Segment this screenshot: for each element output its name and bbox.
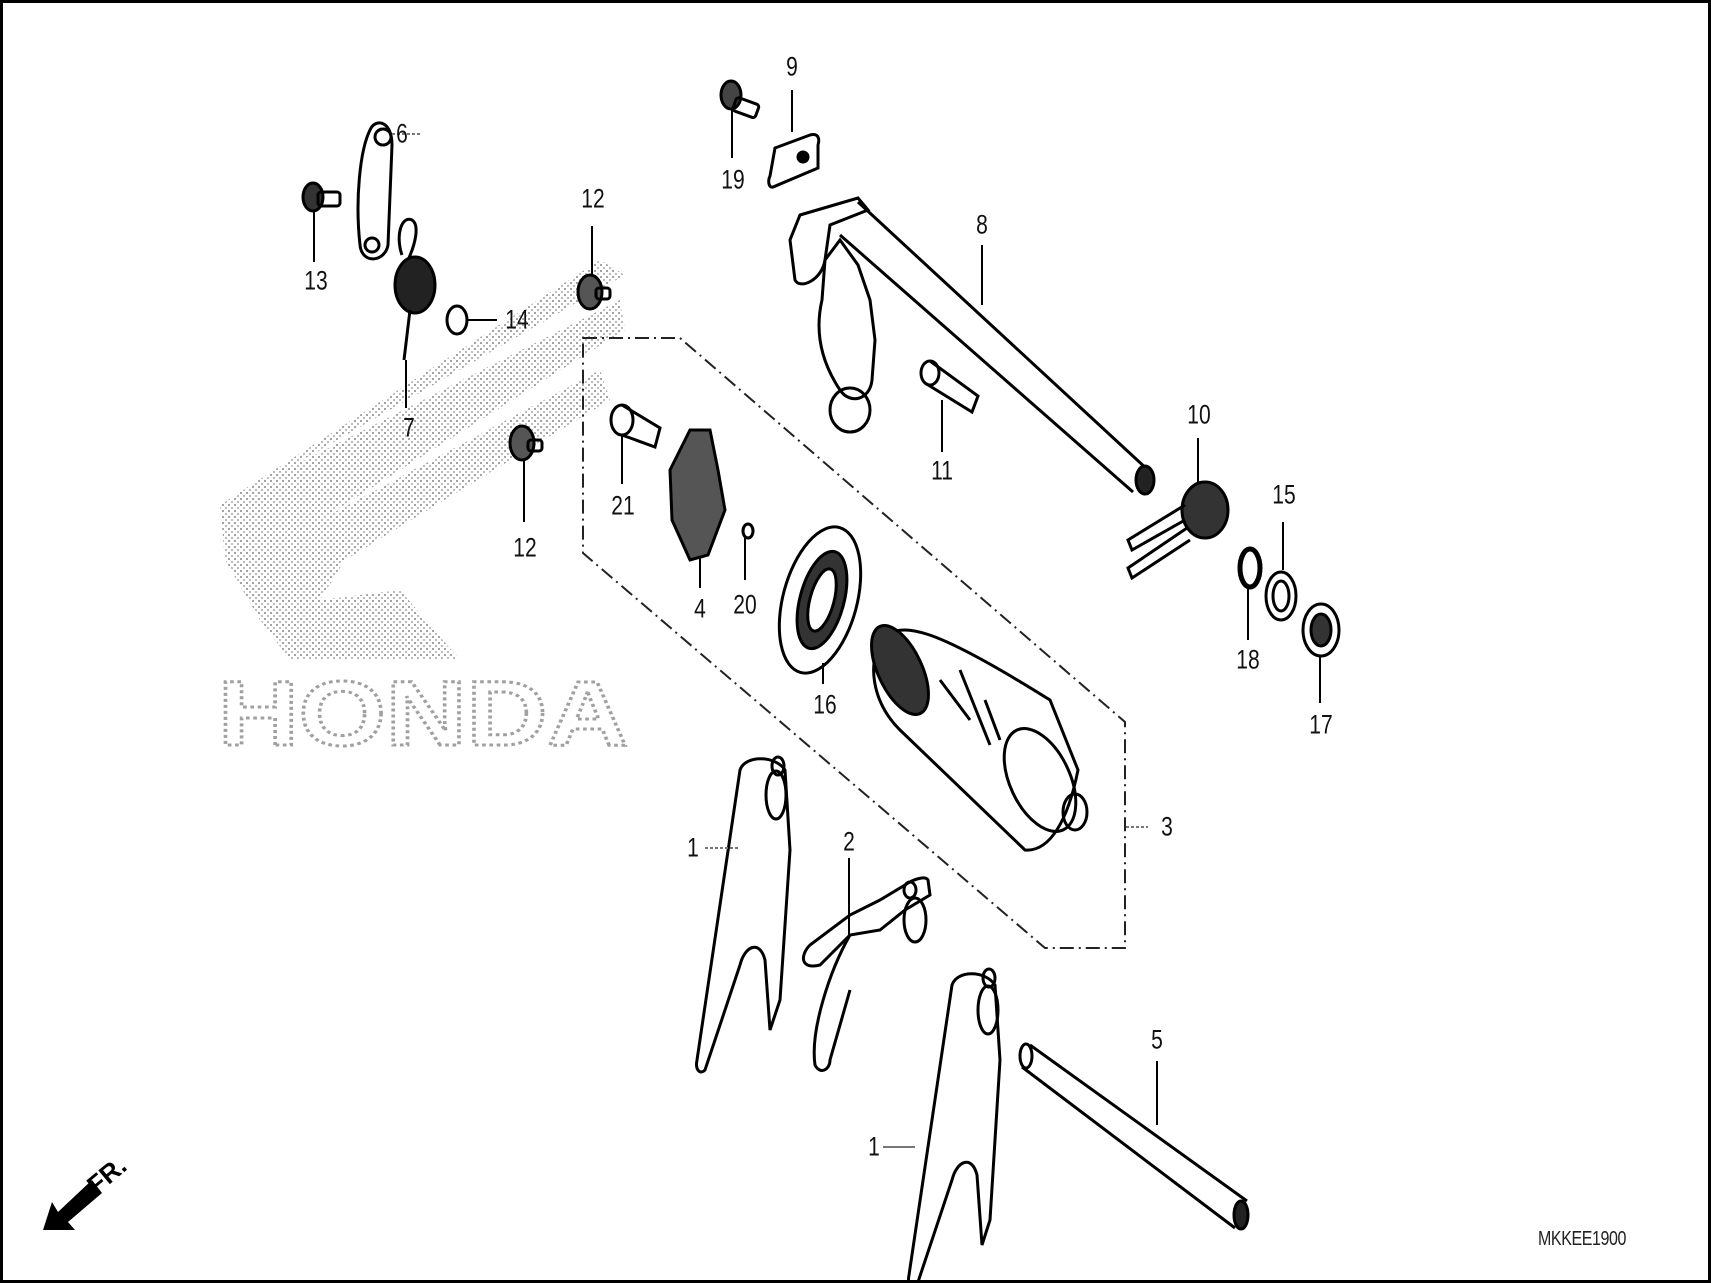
spindle-return-spring-part-10-icon	[1126, 480, 1230, 581]
shift-fork-part-1-upper-icon	[695, 755, 792, 1074]
callout-17[interactable]: 17	[1309, 709, 1333, 740]
callout-8[interactable]: 8	[976, 209, 988, 240]
bearing-part-16-icon	[777, 525, 863, 675]
callout-6[interactable]: 6	[396, 118, 408, 149]
callout-9[interactable]: 9	[786, 51, 798, 82]
callout-1-upper[interactable]: 1	[687, 832, 699, 863]
honda-wing-watermark-icon	[220, 260, 625, 660]
callout-12-lower[interactable]: 12	[513, 532, 537, 563]
callout-20[interactable]: 20	[733, 589, 757, 620]
callout-15[interactable]: 15	[1272, 479, 1296, 510]
callout-12-upper[interactable]: 12	[581, 183, 605, 214]
callout-7[interactable]: 7	[403, 412, 415, 443]
bolt-part-12-lower-icon	[508, 424, 544, 462]
honda-wordmark-watermark: HONDA	[217, 662, 630, 767]
svg-text:HONDA: HONDA	[218, 663, 628, 765]
front-direction-arrow-icon	[43, 1180, 102, 1230]
center-bolt-part-21-icon	[609, 403, 662, 449]
bolt-part-13-icon	[301, 181, 342, 213]
shift-fork-part-2-icon	[801, 876, 932, 1072]
stopper-arm-part-6-icon	[356, 121, 394, 261]
callout-14[interactable]: 14	[505, 304, 529, 335]
bolt-part-19-icon	[719, 79, 761, 120]
snap-ring-part-18-icon	[1237, 546, 1263, 590]
diagram-reference-code: MKKEE1900	[1538, 1228, 1627, 1250]
drum-center-part-4-icon	[668, 428, 727, 562]
shift-fork-part-1-lower-icon	[907, 967, 1002, 1283]
oil-seal-part-17-icon	[1301, 602, 1341, 658]
shift-fork-shaft-part-5-icon	[1018, 1042, 1250, 1231]
callout-18[interactable]: 18	[1236, 644, 1260, 675]
assembly-3-outline	[582, 337, 1126, 949]
callout-3[interactable]: 3	[1161, 811, 1173, 842]
plate-part-9-icon	[767, 133, 821, 189]
pin-part-11-icon	[919, 359, 980, 415]
washer-part-15-icon	[1264, 570, 1298, 622]
callout-10[interactable]: 10	[1187, 399, 1211, 430]
callout-1-lower[interactable]: 1	[868, 1131, 880, 1162]
callout-4[interactable]: 4	[694, 593, 706, 624]
callout-2[interactable]: 2	[843, 826, 855, 857]
callout-19[interactable]: 19	[721, 164, 745, 195]
gearshift-spindle-part-8-icon	[788, 196, 1156, 496]
bolt-part-12-upper-icon	[576, 273, 612, 311]
callout-21[interactable]: 21	[611, 490, 635, 521]
callout-5[interactable]: 5	[1151, 1024, 1163, 1055]
callout-13[interactable]: 13	[304, 265, 328, 296]
shift-drum-part-3-icon	[870, 624, 1089, 852]
callout-11[interactable]: 11	[931, 455, 953, 486]
washer-part-14-icon	[445, 304, 469, 336]
callout-16[interactable]: 16	[813, 689, 837, 720]
dowel-pin-part-20-icon	[741, 522, 755, 540]
return-spring-part-7-icon	[393, 217, 437, 361]
